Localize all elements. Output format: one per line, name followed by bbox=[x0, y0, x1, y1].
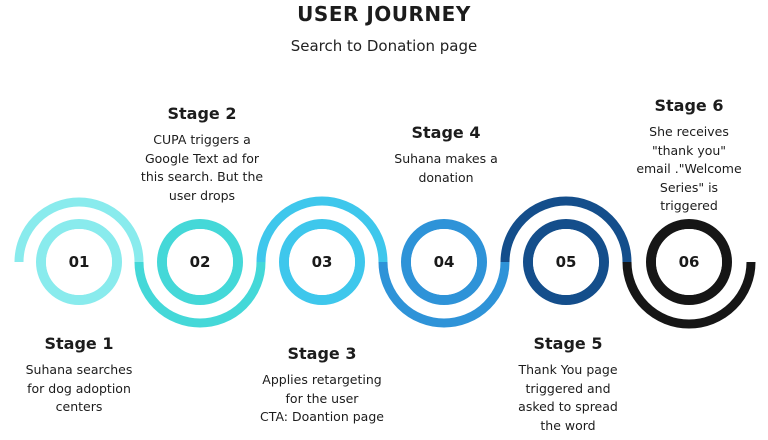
stage-6-center bbox=[656, 229, 722, 295]
stage-6-arc bbox=[622, 261, 756, 329]
stage-1-info: Stage 1 Suhana searches for dog adoption… bbox=[9, 334, 149, 417]
stage-1-number: 01 bbox=[69, 253, 90, 271]
stage-4-center bbox=[411, 229, 477, 295]
stage-5-number: 05 bbox=[556, 253, 577, 271]
stage-5-arc bbox=[500, 196, 632, 263]
stage-6-number: 06 bbox=[679, 253, 700, 271]
stage-2-arc bbox=[134, 261, 266, 328]
stage-4-description: Suhana makes a donation bbox=[394, 151, 498, 185]
stage-2-center bbox=[167, 229, 233, 295]
stage-5-node: 05 bbox=[500, 196, 632, 305]
stage-3-description: Applies retargeting for the user CTA: Do… bbox=[260, 372, 384, 424]
stage-4-number: 04 bbox=[434, 253, 455, 271]
stage-2-info: Stage 2 CUPA triggers a Google Text ad f… bbox=[127, 104, 277, 205]
page-subtitle: Search to Donation page bbox=[290, 37, 478, 55]
stage-1-description: Suhana searches for dog adoption centers bbox=[25, 362, 133, 414]
stage-3-center bbox=[289, 229, 355, 295]
stage-6-info: Stage 6 She receives "thank you" email .… bbox=[629, 96, 749, 216]
stage-2-title: Stage 2 bbox=[167, 104, 237, 123]
stage-6-node: 06 bbox=[622, 219, 756, 329]
stage-5-title: Stage 5 bbox=[533, 334, 603, 353]
stage-1-node: 01 bbox=[14, 197, 144, 305]
stage-4-title: Stage 4 bbox=[411, 123, 481, 142]
stage-6-description: She receives "thank you" email ."Welcome… bbox=[636, 124, 742, 213]
stage-5-center bbox=[533, 229, 599, 295]
stage-1-arc bbox=[14, 197, 144, 263]
page-title: USER JOURNEY bbox=[297, 2, 471, 26]
stage-1-title: Stage 1 bbox=[44, 334, 114, 353]
stage-4-node: 04 bbox=[378, 219, 510, 328]
stage-3-info: Stage 3 Applies retargeting for the user… bbox=[242, 344, 402, 427]
stage-3-number: 03 bbox=[312, 253, 333, 271]
stage-3-arc bbox=[256, 196, 388, 263]
stage-4-arc bbox=[378, 261, 510, 328]
stage-4-info: Stage 4 Suhana makes a donation bbox=[376, 123, 516, 187]
stage-2-description: CUPA triggers a Google Text ad for this … bbox=[140, 132, 264, 203]
stage-5-description: Thank You page triggered and asked to sp… bbox=[518, 362, 618, 433]
stage-2-node: 02 bbox=[134, 219, 266, 328]
stage-3-node: 03 bbox=[256, 196, 388, 305]
stage-5-info: Stage 5 Thank You page triggered and ask… bbox=[494, 334, 642, 435]
stage-1-center bbox=[46, 229, 112, 295]
stage-2-number: 02 bbox=[190, 253, 211, 271]
stage-6-title: Stage 6 bbox=[654, 96, 724, 115]
stage-3-title: Stage 3 bbox=[287, 344, 357, 363]
